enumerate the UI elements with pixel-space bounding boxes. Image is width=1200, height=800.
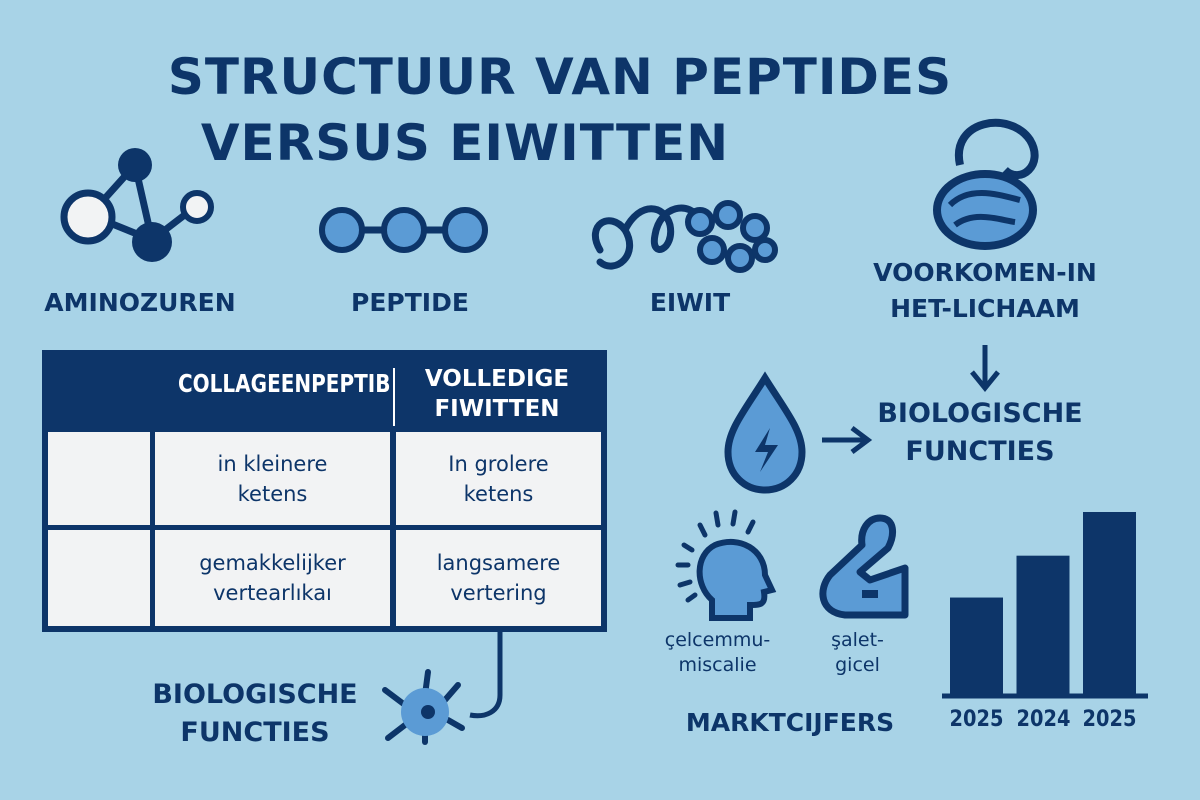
bar-2 [1083, 512, 1136, 694]
cell-bug-icon [382, 669, 465, 745]
table-cell: gemakkelijker vertearlıkaı [155, 530, 390, 626]
head-icon [675, 509, 777, 621]
table-cell [48, 432, 150, 525]
peptide-label: PEPTIDE [351, 288, 469, 317]
table-cell: in kleinere ketens [155, 432, 390, 525]
market-label: MARKTCIJFERS [685, 708, 895, 737]
energy-drop-icon [724, 371, 806, 494]
benefit-1-line-1: çelcemmu- [664, 629, 771, 651]
eiwit-label: EIWIT [649, 288, 731, 317]
muscle-icon [819, 514, 909, 619]
flow-label-2: FUNCTIES [905, 436, 1055, 467]
protein-fold-icon [591, 200, 778, 273]
bar-1 [1016, 555, 1070, 694]
header-volledige-eiwitten: VOLLEDIGE FIWITTEN [424, 366, 570, 422]
voorkomen-label-2: HET-LICHAAM [890, 294, 1080, 323]
bar-label-2: 2025 [1082, 707, 1137, 732]
connector-line [469, 632, 503, 719]
protein-globule-icon [933, 118, 1039, 250]
table-cell: langsamere vertering [396, 530, 601, 626]
header-collageenpeptide: COLLAGEENPEPTIB [178, 369, 391, 398]
benefit-1-line-2: miscalie [678, 654, 757, 676]
benefit-2-line-2: gicel [835, 654, 880, 676]
bottom-left-label-1: BIOLOGISCHE [152, 679, 358, 710]
arrow-down-icon [970, 345, 1000, 392]
comparison-table: COLLAGEENPEPTIB VOLLEDIGE FIWITTEN in kl… [42, 350, 607, 632]
peptide-chain-icon [319, 207, 488, 253]
benefit-2-line-1: şalet- [831, 629, 884, 651]
aminozuren-label: AMINOZUREN [44, 288, 236, 317]
arrow-right-icon [822, 426, 873, 454]
bar-0 [950, 597, 1003, 694]
bar-label-0: 2025 [949, 707, 1004, 732]
market-bar-chart [942, 512, 1148, 699]
title-line-1: STRUCTUUR VAN PEPTIDES [167, 48, 953, 106]
voorkomen-label-1: VOORKOMEN-IN [873, 258, 1097, 287]
flow-label-1: BIOLOGISCHE [877, 398, 1083, 429]
molecule-icon [60, 148, 214, 262]
title-line-2: VERSUS EIWITTEN [200, 114, 730, 172]
bar-label-1: 2024 [1016, 707, 1070, 732]
table-cell: In grolere ketens [396, 432, 601, 525]
table-cell [48, 530, 150, 626]
bottom-left-label-2: FUNCTIES [180, 717, 330, 748]
